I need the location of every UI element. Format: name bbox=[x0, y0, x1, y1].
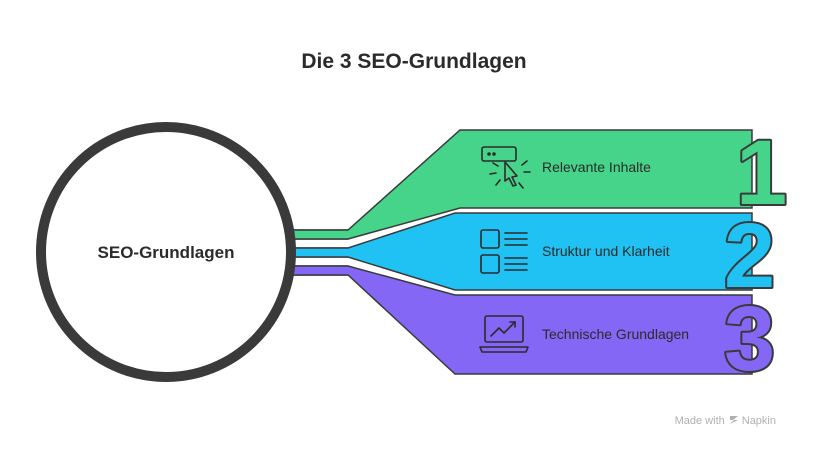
center-circle bbox=[36, 122, 296, 382]
item-label-3: Technische Grundlagen bbox=[542, 326, 689, 342]
band-2: 2 bbox=[287, 203, 777, 309]
footer-credit: Made with Napkin bbox=[675, 415, 776, 427]
band-3-shape bbox=[287, 265, 753, 375]
made-with-text: Made with bbox=[674, 415, 725, 427]
item-label-1: Relevante Inhalte bbox=[542, 159, 651, 175]
band-2-number: 2 bbox=[724, 205, 775, 307]
napkin-logo-icon bbox=[729, 416, 738, 424]
laptop-chart-icon bbox=[479, 315, 529, 353]
center-label: SEO-Grundlagen bbox=[98, 243, 235, 262]
cursor-click-icon bbox=[481, 146, 531, 189]
item-label-2: Struktur und Klarheit bbox=[542, 243, 670, 259]
band-3-number: 3 bbox=[724, 288, 775, 390]
diagram-title: Die 3 SEO-Grundlagen bbox=[301, 50, 527, 73]
band-2-shape bbox=[287, 212, 753, 291]
brand-text: Napkin bbox=[741, 415, 776, 427]
band-1-number: 1 bbox=[736, 122, 787, 224]
band-3: 3 bbox=[287, 265, 777, 392]
list-layout-icon bbox=[480, 229, 528, 274]
